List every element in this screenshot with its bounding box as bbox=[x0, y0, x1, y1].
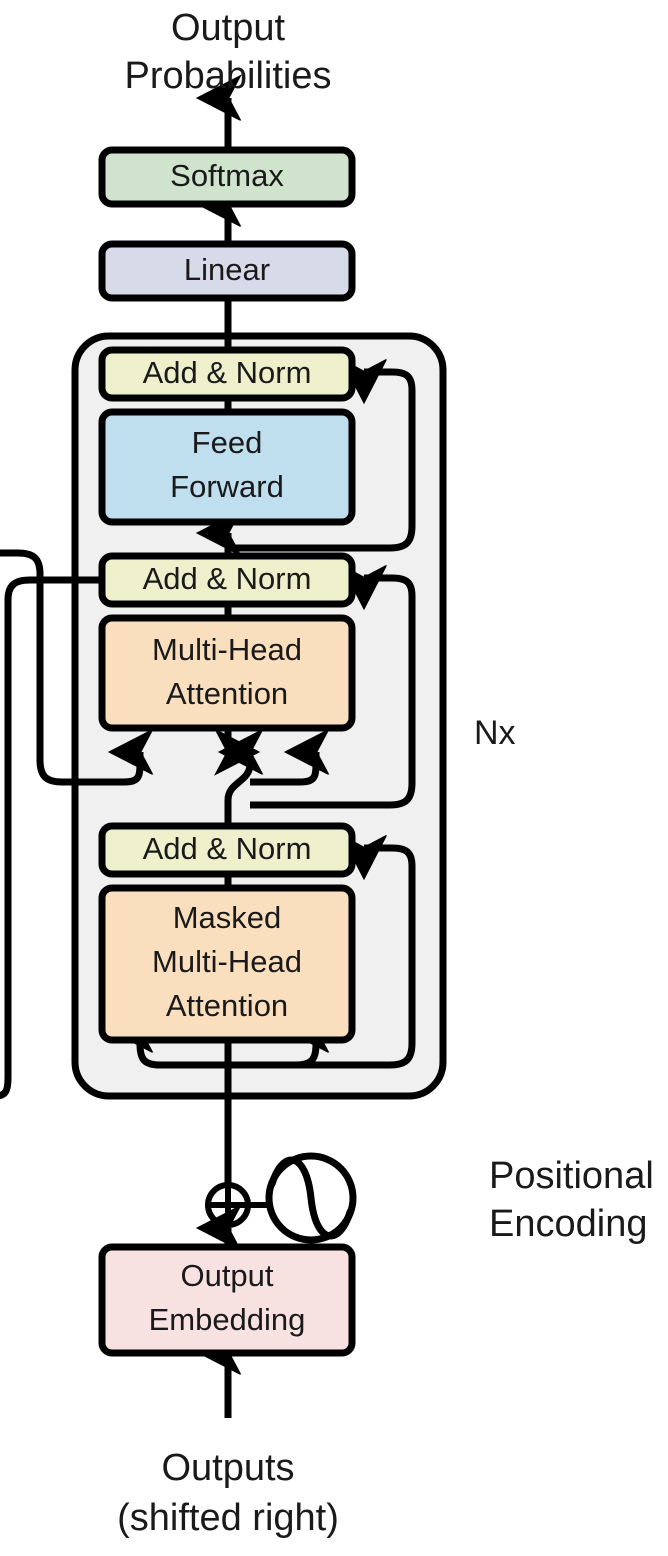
block-add-norm-bottom[interactable]: Add & Norm bbox=[98, 822, 356, 878]
add-norm-mid-box[interactable] bbox=[98, 552, 356, 608]
masked-attn-input-left bbox=[140, 1030, 228, 1069]
block-linear[interactable]: Linear bbox=[98, 240, 356, 302]
positional-encoding-line1: Positional bbox=[489, 1155, 654, 1197]
residual-cross-attention bbox=[250, 578, 416, 809]
output-probabilities-line2: Probabilities bbox=[125, 55, 332, 97]
add-norm-bottom-label: Add & Norm bbox=[143, 831, 312, 866]
output-probabilities-line1: Output bbox=[171, 7, 286, 49]
block-softmax[interactable]: Softmax bbox=[98, 146, 356, 208]
cross-attn-input-right bbox=[250, 752, 316, 786]
masked-attention-label-line3: Attention bbox=[166, 988, 288, 1023]
linear-label: Linear bbox=[184, 252, 270, 287]
encoder-key-line bbox=[0, 549, 140, 786]
add-norm-top-box[interactable] bbox=[98, 346, 356, 402]
repeat-count-label: Nx bbox=[474, 714, 516, 752]
add-norm-bottom-box[interactable] bbox=[98, 822, 356, 878]
feed-forward-label-line1: Feed bbox=[192, 425, 263, 460]
outputs-line2: (shifted right) bbox=[117, 1497, 339, 1539]
circled-plus-icon bbox=[205, 1182, 251, 1228]
multi-head-attention-label-line2: Attention bbox=[166, 676, 288, 711]
output-embedding-label-line2: Embedding bbox=[149, 1302, 306, 1337]
multi-head-attention-label-line1: Multi-Head bbox=[152, 632, 302, 667]
add-norm-top-label: Add & Norm bbox=[143, 355, 312, 390]
sine-wave-icon-stroke bbox=[268, 1156, 354, 1240]
block-multi-head-attention[interactable]: Multi-Head Attention bbox=[98, 614, 356, 732]
block-output-embedding[interactable]: Output Embedding bbox=[98, 1243, 356, 1357]
block-add-norm-top[interactable]: Add & Norm bbox=[98, 346, 356, 402]
output-embedding-box[interactable] bbox=[98, 1243, 356, 1357]
block-feed-forward[interactable]: Feed Forward bbox=[98, 408, 356, 526]
feed-forward-label-line2: Forward bbox=[170, 469, 284, 504]
residual-masked-attention bbox=[228, 848, 416, 1069]
softmax-box[interactable] bbox=[98, 146, 356, 208]
masked-multi-head-attention-box[interactable] bbox=[98, 884, 356, 1044]
multi-head-attention-box[interactable] bbox=[98, 614, 356, 732]
output-embedding-label-line1: Output bbox=[180, 1258, 273, 1293]
positional-encoding-line2: Encoding bbox=[489, 1203, 647, 1245]
masked-attention-label-line1: Masked bbox=[173, 900, 282, 935]
block-masked-multi-head-attention[interactable]: Masked Multi-Head Attention bbox=[98, 884, 356, 1044]
masked-attn-input-right bbox=[228, 1030, 316, 1069]
residual-feed-forward bbox=[228, 372, 416, 552]
outputs-line1: Outputs bbox=[161, 1447, 294, 1489]
masked-attention-label-line2: Multi-Head bbox=[152, 944, 302, 979]
linear-box[interactable] bbox=[98, 240, 356, 302]
add-norm-mid-label: Add & Norm bbox=[143, 561, 312, 596]
softmax-label: Softmax bbox=[170, 158, 284, 193]
feed-forward-box[interactable] bbox=[98, 408, 356, 526]
block-add-norm-mid[interactable]: Add & Norm bbox=[98, 552, 356, 608]
